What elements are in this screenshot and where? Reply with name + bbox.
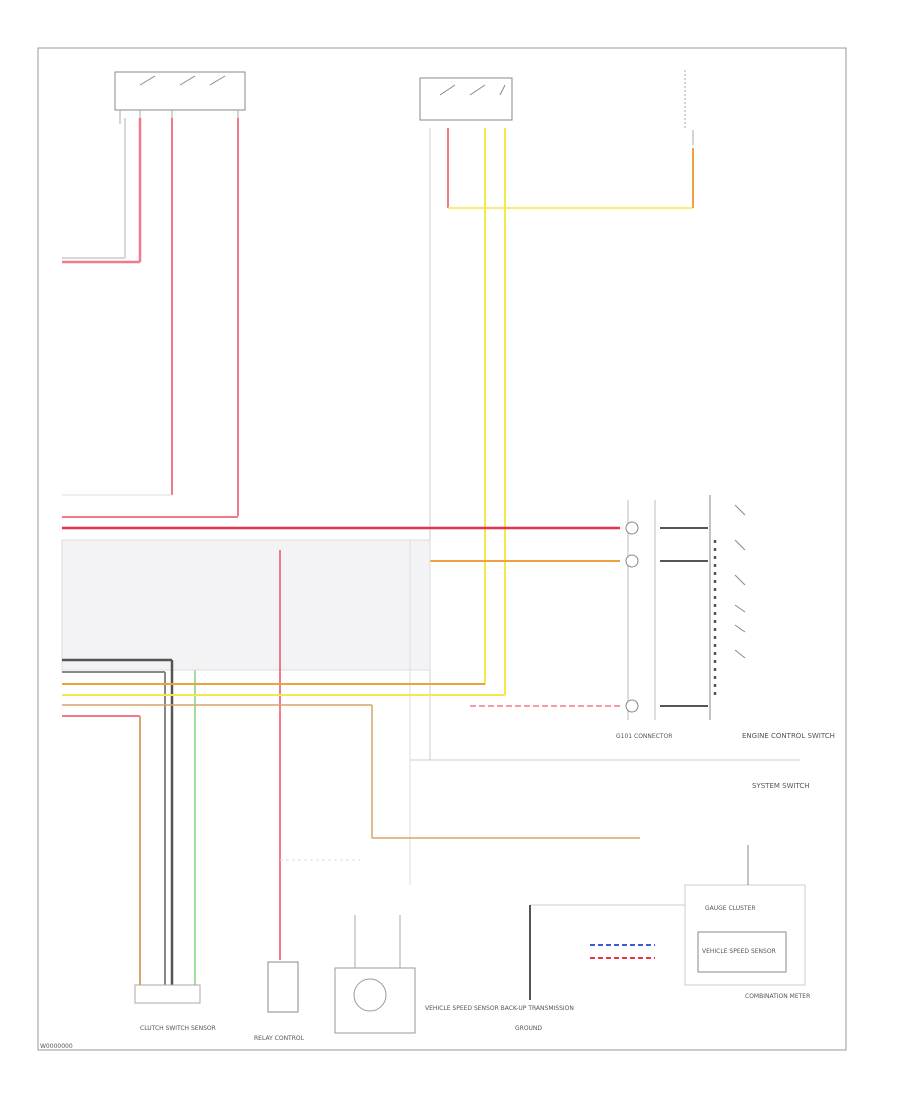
ignition-switch-component (114, 71, 246, 124)
engine-control-connector (625, 495, 717, 720)
ecm-switch-array (734, 504, 746, 659)
g101-label: G101 CONNECTOR (616, 733, 672, 740)
shaded-region (61, 539, 431, 671)
cluster-meter-frame (684, 884, 806, 986)
clutch-switch-label: CLUTCH SWITCH SENSOR (140, 1025, 216, 1032)
combination-meter-label: COMBINATION METER (745, 993, 810, 1000)
clutch-switch-box (134, 984, 201, 1004)
system-switch-label: SYSTEM SWITCH (752, 782, 810, 790)
speed-sensor-label: VEHICLE SPEED SENSOR (702, 948, 776, 955)
gauge-cluster-label: GAUGE CLUSTER (705, 905, 756, 912)
fuse-component (684, 70, 694, 145)
relay-box-bottom (267, 961, 299, 1013)
sensor-bottom-label: VEHICLE SPEED SENSOR BACK-UP TRANSMISSIO… (425, 1005, 574, 1012)
sensor-box-bottom (334, 967, 416, 1034)
ground-label: GROUND (515, 1025, 542, 1032)
page-code: W0000000 (40, 1043, 73, 1050)
diagram-frame (37, 47, 847, 1051)
ecm-label: ENGINE CONTROL SWITCH (742, 732, 835, 740)
relay-control-label: RELAY CONTROL (254, 1035, 305, 1042)
sensor-symbol (353, 978, 387, 1012)
relay-component (419, 77, 513, 121)
speed-sensor-box (697, 931, 787, 973)
